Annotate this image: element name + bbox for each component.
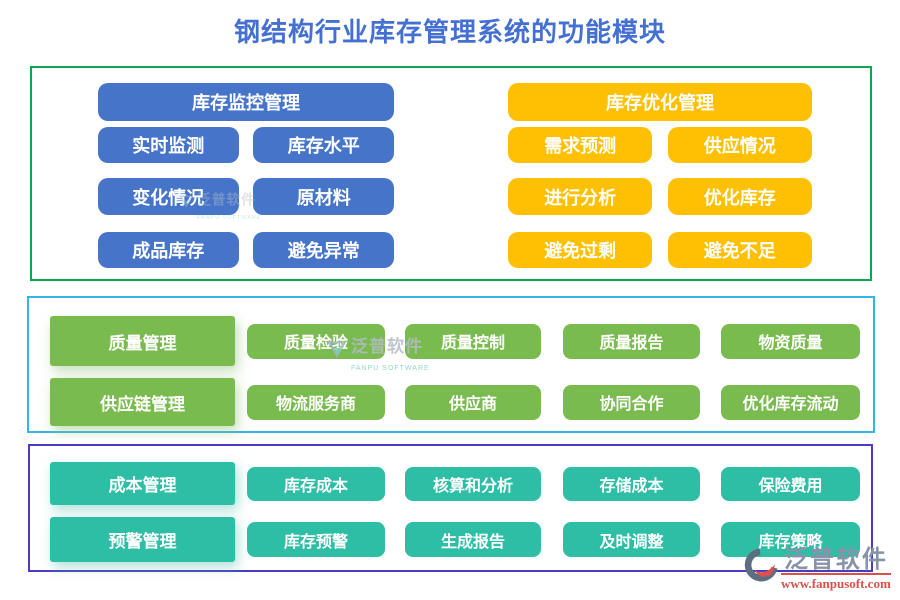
fanpu-brand-logo: 泛普软件 www.fanpusoft.com: [744, 547, 891, 590]
section-monitor-optimize: 库存监控管理 实时监测 库存水平 变化情况 原材料 成品库存 避免异常 库存优化…: [30, 66, 872, 281]
module-row: 变化情况 原材料: [98, 178, 394, 215]
module-raw-materials: 原材料: [253, 178, 394, 215]
module-storage-cost: 存储成本: [563, 466, 700, 501]
header-alert-management: 预警管理: [50, 517, 235, 562]
module-timely-adjustment: 及时调整: [563, 522, 700, 557]
page-title: 钢结构行业库存管理系统的功能模块: [233, 17, 666, 47]
module-supplier: 供应商: [405, 384, 541, 420]
module-analysis: 进行分析: [508, 178, 653, 215]
supply-chain-row: 供应链管理 物流服务商 供应商 协同合作 优化库存流动: [50, 378, 860, 426]
module-inventory-cost: 库存成本: [247, 466, 385, 501]
module-row: 需求预测 供应情况: [508, 127, 812, 163]
brand-name-text: 泛普软件: [783, 546, 888, 573]
module-finished-goods: 成品库存: [98, 232, 239, 268]
module-row: 避免过剩 避免不足: [508, 232, 812, 268]
module-realtime-monitoring: 实时监测: [98, 127, 239, 163]
cost-row: 成本管理 库存成本 核算和分析 存储成本 保险费用: [50, 462, 860, 505]
module-quality-report: 质量报告: [563, 323, 700, 359]
module-logistics-provider: 物流服务商: [247, 384, 385, 420]
module-avoid-anomaly: 避免异常: [253, 232, 394, 268]
module-avoid-surplus: 避免过剩: [508, 232, 653, 268]
module-accounting-analysis: 核算和分析: [405, 466, 541, 501]
alert-row: 预警管理 库存预警 生成报告 及时调整 库存策略: [50, 517, 860, 562]
module-optimize-inventory-flow: 优化库存流动: [721, 384, 860, 420]
module-row: 进行分析 优化库存: [508, 178, 812, 215]
module-material-quality: 物资质量: [721, 323, 860, 359]
brand-url-text: www.fanpusoft.com: [781, 576, 891, 592]
module-quality-inspection: 质量检验: [247, 323, 385, 359]
header-supply-chain-management: 供应链管理: [50, 378, 235, 426]
module-inventory-strategy: 库存策略: [721, 522, 860, 557]
module-insurance-fee: 保险费用: [721, 466, 860, 501]
module-supply-status: 供应情况: [667, 127, 812, 163]
section-cost-alert: 成本管理 库存成本 核算和分析 存储成本 保险费用 预警管理 库存预警 生成报告…: [28, 444, 873, 572]
header-inventory-monitoring: 库存监控管理: [98, 83, 394, 121]
module-collaboration: 协同合作: [563, 384, 700, 420]
module-demand-forecast: 需求预测: [508, 127, 653, 163]
fanpu-logo-icon: [744, 547, 778, 588]
brand-divider: [781, 573, 891, 576]
group-inventory-monitoring: 库存监控管理 实时监测 库存水平 变化情况 原材料 成品库存 避免异常: [98, 83, 394, 268]
group-inventory-optimization: 库存优化管理 需求预测 供应情况 进行分析 优化库存 避免过剩 避免不足: [508, 83, 812, 268]
section-quality-supplychain: 质量管理 质量检验 质量控制 质量报告 物资质量 供应链管理 物流服务商 供应商…: [27, 296, 875, 433]
module-inventory-level: 库存水平: [253, 127, 394, 163]
header-cost-management: 成本管理: [50, 462, 235, 505]
module-change-status: 变化情况: [98, 178, 239, 215]
module-avoid-shortage: 避免不足: [667, 232, 812, 268]
quality-row: 质量管理 质量检验 质量控制 质量报告 物资质量: [50, 316, 860, 366]
module-quality-control: 质量控制: [405, 323, 541, 359]
module-optimize-inventory: 优化库存: [667, 178, 812, 215]
header-inventory-optimization: 库存优化管理: [508, 83, 812, 121]
module-row: 实时监测 库存水平: [98, 127, 394, 163]
module-generate-report: 生成报告: [405, 522, 541, 557]
module-row: 成品库存 避免异常: [98, 232, 394, 268]
header-quality-management: 质量管理: [50, 316, 235, 366]
module-inventory-alert: 库存预警: [247, 522, 385, 557]
